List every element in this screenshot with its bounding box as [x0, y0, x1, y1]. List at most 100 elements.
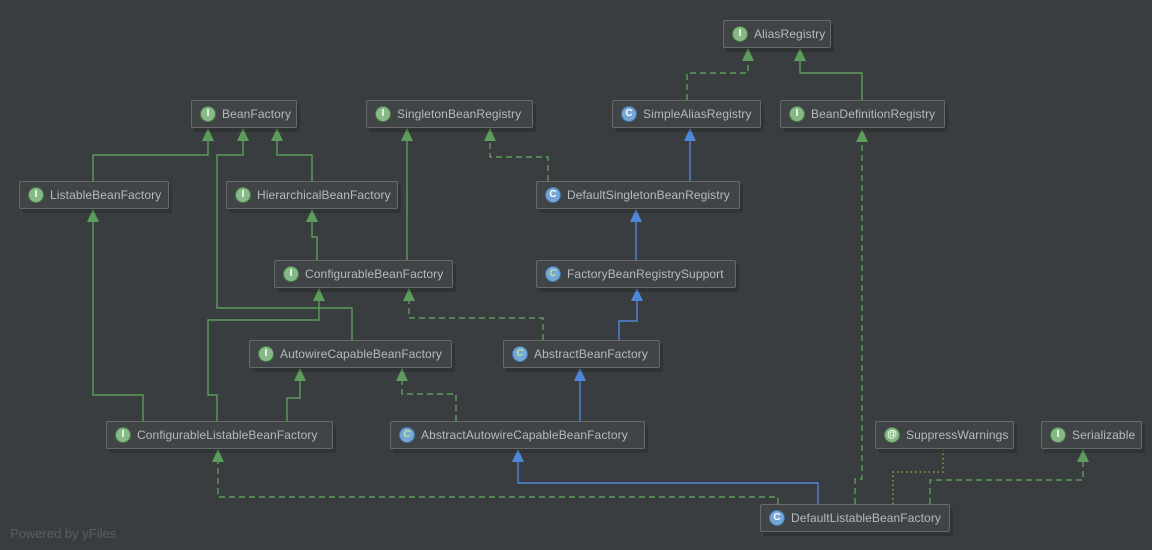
yfiles-watermark: Powered by yFiles [10, 526, 117, 541]
interface-icon: I [789, 106, 805, 122]
edge-ConfigurableBeanFactory-to-SingletonBeanRegistry[interactable] [401, 128, 413, 260]
extends-edge-line [286, 370, 301, 421]
node-label: SimpleAliasRegistry [643, 107, 752, 121]
edge-ConfigurableListableBeanFactory-to-ConfigurableBeanFactory[interactable] [207, 288, 325, 421]
arrowhead-icon [484, 128, 496, 141]
extends-edge-line [92, 130, 209, 181]
class-icon: C [621, 106, 637, 122]
node-label: DefaultListableBeanFactory [791, 511, 942, 525]
uml-node-ConfigurableListableBeanFactory[interactable]: I ConfigurableListableBeanFactory [106, 421, 333, 449]
abstract-class-icon: C [399, 427, 415, 443]
arrowhead-icon [512, 449, 524, 462]
uml-node-SuppressWarnings[interactable]: @ SuppressWarnings [875, 421, 1014, 449]
implements-edge-line [408, 290, 544, 340]
node-label: FactoryBeanRegistrySupport [567, 267, 724, 281]
abstract-class-icon: C [512, 346, 528, 362]
extends-edge-line [311, 211, 318, 260]
arrowhead-icon [202, 128, 214, 141]
edge-DefaultListableBeanFactory-to-ConfigurableListableBeanFactory[interactable] [212, 449, 779, 504]
arrowhead-icon [630, 209, 642, 222]
node-label: HierarchicalBeanFactory [257, 188, 391, 202]
node-label: SingletonBeanRegistry [397, 107, 522, 121]
interface-icon: I [115, 427, 131, 443]
uml-node-AbstractBeanFactory[interactable]: C AbstractBeanFactory [503, 340, 660, 368]
arrowhead-icon [1077, 449, 1089, 462]
interface-icon: I [235, 187, 251, 203]
extends-edge-line [517, 451, 819, 504]
node-label: BeanFactory [222, 107, 292, 121]
arrowhead-icon [87, 209, 99, 222]
edge-ConfigurableListableBeanFactory-to-ListableBeanFactory[interactable] [87, 209, 144, 421]
arrowhead-icon [401, 128, 413, 141]
edge-DefaultSingletonBeanRegistry-to-SingletonBeanRegistry[interactable] [484, 128, 549, 181]
arrowhead-icon [684, 128, 696, 141]
uml-node-SimpleAliasRegistry[interactable]: C SimpleAliasRegistry [612, 100, 761, 128]
arrowhead-icon [212, 449, 224, 462]
arrowhead-icon [794, 48, 806, 61]
extends-edge-line [799, 50, 863, 100]
annotation-icon: @ [884, 427, 900, 443]
edge-AutowireCapableBeanFactory-to-BeanFactory[interactable] [216, 128, 353, 340]
node-label: ConfigurableListableBeanFactory [137, 428, 318, 442]
node-label: ListableBeanFactory [50, 188, 162, 202]
uml-node-BeanFactory[interactable]: I BeanFactory [191, 100, 297, 128]
uml-node-AutowireCapableBeanFactory[interactable]: I AutowireCapableBeanFactory [249, 340, 452, 368]
uml-node-AbstractAutowireCapableBeanFactory[interactable]: C AbstractAutowireCapableBeanFactory [390, 421, 645, 449]
implements-edge-line [217, 451, 779, 504]
edge-AbstractBeanFactory-to-FactoryBeanRegistrySupport[interactable] [618, 288, 643, 340]
edge-ConfigurableListableBeanFactory-to-AutowireCapableBeanFactory[interactable] [286, 368, 306, 421]
arrowhead-icon [856, 129, 868, 142]
interface-icon: I [200, 106, 216, 122]
uml-node-SingletonBeanRegistry[interactable]: I SingletonBeanRegistry [366, 100, 533, 128]
extends-edge-line [92, 211, 144, 421]
edge-DefaultListableBeanFactory-to-AbstractAutowireCapableBeanFactory[interactable] [512, 449, 819, 504]
extends-edge-line [207, 290, 320, 421]
implements-edge-line [929, 451, 1084, 504]
implements-edge-line [401, 370, 457, 421]
edge-ConfigurableBeanFactory-to-HierarchicalBeanFactory[interactable] [306, 209, 318, 260]
uml-node-DefaultListableBeanFactory[interactable]: C DefaultListableBeanFactory [760, 504, 950, 532]
class-icon: C [545, 187, 561, 203]
uml-node-ConfigurableBeanFactory[interactable]: I ConfigurableBeanFactory [274, 260, 453, 288]
edge-FactoryBeanRegistrySupport-to-DefaultSingletonBeanRegistry[interactable] [630, 209, 642, 260]
node-label: AliasRegistry [754, 27, 826, 41]
arrowhead-icon [313, 288, 325, 301]
node-label: AbstractBeanFactory [534, 347, 648, 361]
interface-icon: I [375, 106, 391, 122]
uml-node-HierarchicalBeanFactory[interactable]: I HierarchicalBeanFactory [226, 181, 398, 209]
interface-icon: I [1050, 427, 1066, 443]
arrowhead-icon [306, 209, 318, 222]
interface-icon: I [28, 187, 44, 203]
edge-DefaultListableBeanFactory-to-Serializable[interactable] [929, 449, 1089, 504]
arrowhead-icon [271, 128, 283, 141]
edge-AbstractAutowireCapableBeanFactory-to-AutowireCapableBeanFactory[interactable] [396, 368, 457, 421]
interface-icon: I [732, 26, 748, 42]
uml-node-BeanDefinitionRegistry[interactable]: I BeanDefinitionRegistry [780, 100, 945, 128]
implements-edge-line [489, 130, 549, 181]
extends-edge-line [618, 290, 638, 340]
edge-ListableBeanFactory-to-BeanFactory[interactable] [92, 128, 214, 181]
arrowhead-icon [294, 368, 306, 381]
edge-DefaultListableBeanFactory-to-BeanDefinitionRegistry[interactable] [854, 129, 868, 504]
edge-AbstractAutowireCapableBeanFactory-to-AbstractBeanFactory[interactable] [574, 368, 586, 421]
abstract-class-icon: C [545, 266, 561, 282]
class-icon: C [769, 510, 785, 526]
implements-edge-line [686, 50, 749, 100]
edge-AbstractBeanFactory-to-ConfigurableBeanFactory[interactable] [403, 288, 544, 340]
edge-SimpleAliasRegistry-to-AliasRegistry[interactable] [686, 48, 754, 100]
uml-node-DefaultSingletonBeanRegistry[interactable]: C DefaultSingletonBeanRegistry [536, 181, 740, 209]
edge-HierarchicalBeanFactory-to-BeanFactory[interactable] [271, 128, 313, 181]
edge-BeanDefinitionRegistry-to-AliasRegistry[interactable] [794, 48, 863, 100]
interface-icon: I [258, 346, 274, 362]
arrowhead-icon [631, 288, 643, 301]
uml-node-ListableBeanFactory[interactable]: I ListableBeanFactory [19, 181, 169, 209]
node-label: DefaultSingletonBeanRegistry [567, 188, 730, 202]
interface-icon: I [283, 266, 299, 282]
edge-DefaultSingletonBeanRegistry-to-SimpleAliasRegistry[interactable] [684, 128, 696, 181]
arrowhead-icon [574, 368, 586, 381]
uml-node-FactoryBeanRegistrySupport[interactable]: C FactoryBeanRegistrySupport [536, 260, 736, 288]
uml-node-Serializable[interactable]: I Serializable [1041, 421, 1142, 449]
uml-node-AliasRegistry[interactable]: I AliasRegistry [723, 20, 831, 48]
